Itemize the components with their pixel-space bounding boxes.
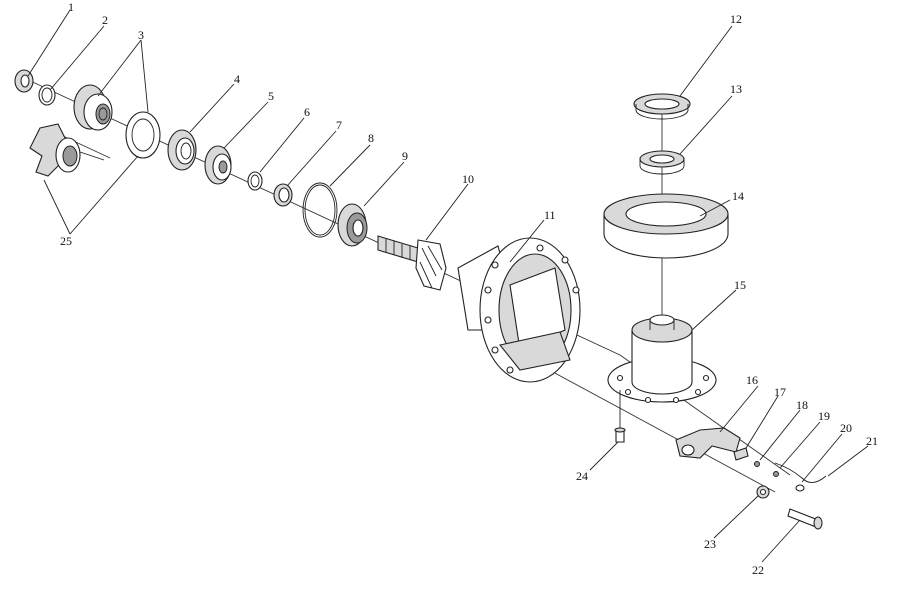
callout-1: 1 [68,0,74,14]
part-3-flange [73,84,113,131]
part-14-ring-gear [603,193,729,259]
part-22-pin [787,508,823,530]
leader-lines [27,9,869,563]
part-3-seal-plate [125,111,161,159]
callout-14: 14 [732,189,744,203]
part-7-spacer [273,183,293,207]
callout-13: 13 [730,82,742,96]
callout-3: 3 [138,28,144,42]
callout-8: 8 [368,131,374,145]
callout-12: 12 [730,12,742,26]
callout-7: 7 [336,118,342,132]
callout-2: 2 [102,13,108,27]
part-24-bolt [614,390,626,443]
part-16-bearing-cap [675,427,741,459]
callout-15: 15 [734,278,746,292]
callout-16: 16 [746,373,758,387]
part-11-carrier-housing [457,237,581,383]
callout-labels: 1 2 3 4 5 6 7 8 9 10 11 12 13 14 15 16 1… [60,0,878,577]
callout-17: 17 [774,385,786,399]
callout-4: 4 [234,72,240,86]
part-1-washer [14,69,34,93]
part-18-nut [754,461,760,467]
callout-23: 23 [704,537,716,551]
part-21-tube [774,462,827,483]
callout-11: 11 [544,208,556,222]
part-4-seal-ring [167,129,197,171]
callout-24: 24 [576,469,588,483]
callout-9: 9 [402,149,408,163]
part-2-ring [38,84,56,106]
part-13-bearing-ring [639,150,685,175]
part-15-differential-case [607,314,717,404]
part-9-bearing [337,203,368,247]
callout-20: 20 [840,421,852,435]
part-25-yoke [29,123,105,177]
callout-5: 5 [268,89,274,103]
part-19-washer [773,471,779,477]
part-17-lock-plate [733,447,749,461]
callout-22: 22 [752,563,764,577]
callout-18: 18 [796,398,808,412]
part-20-bolt [795,484,805,492]
callout-6: 6 [304,105,310,119]
part-5-bearing-cup [204,145,232,185]
part-23-washer [756,485,770,499]
part-10-pinion-shaft [377,235,447,291]
callout-19: 19 [818,409,830,423]
part-6-small-ring [247,171,263,191]
callout-21: 21 [866,434,878,448]
callout-10: 10 [462,172,474,186]
part-8-o-ring [302,182,338,238]
part-12-bearing [633,93,691,120]
callout-25: 25 [60,234,72,248]
